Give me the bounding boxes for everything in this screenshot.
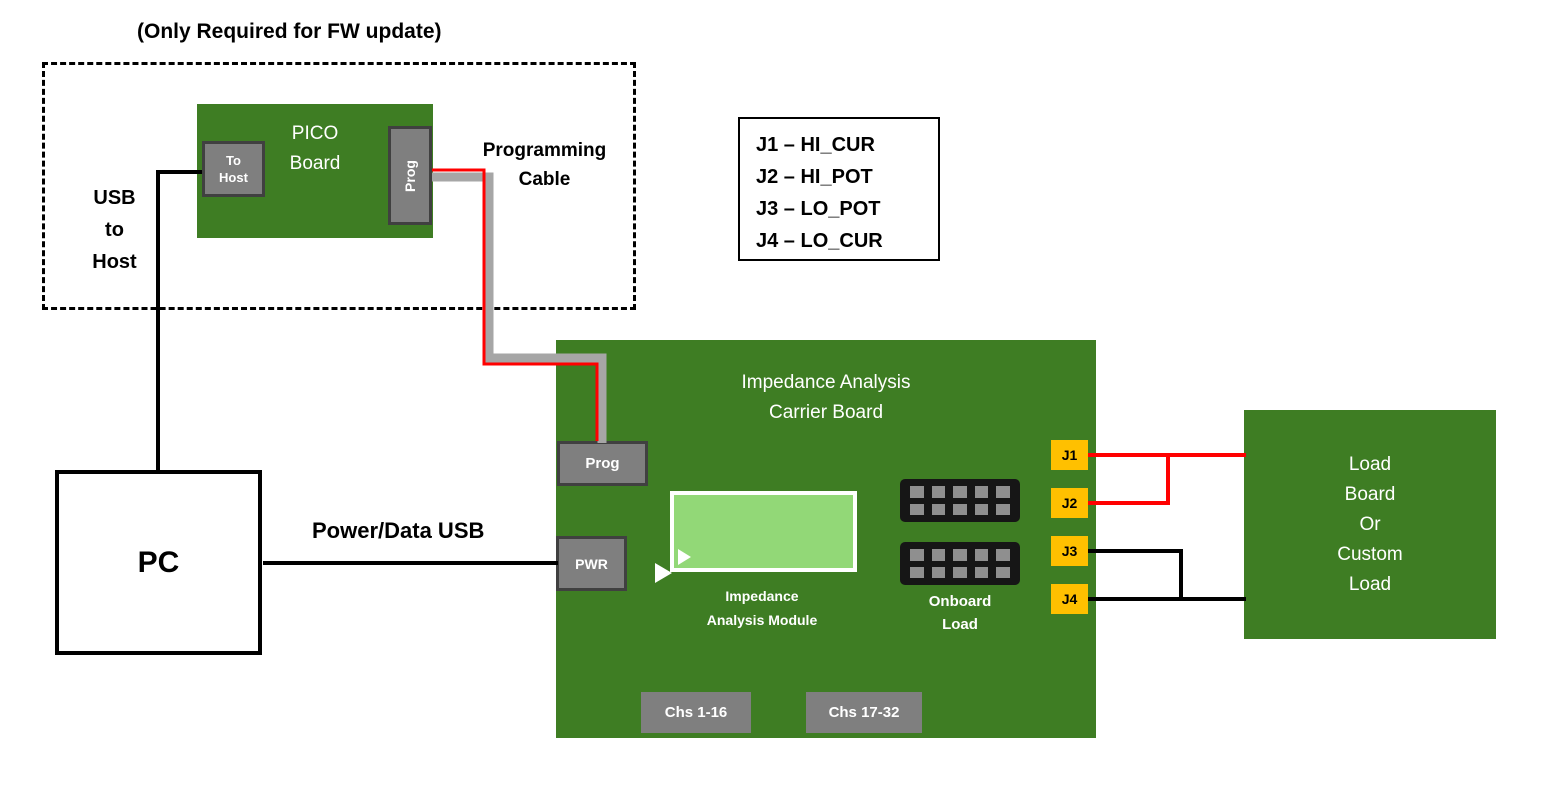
fw-update-note: (Only Required for FW update)	[137, 20, 442, 43]
pin	[953, 486, 967, 498]
fw-update-dashed-box	[42, 62, 636, 310]
pico-board-title: PICO Board	[197, 119, 433, 179]
onboard-load-label: Onboard Load	[900, 590, 1020, 636]
load-board-line1: Load	[1348, 453, 1392, 475]
legend-box: J1 – HI_CUR J2 – HI_POT J3 – LO_POT J4 –…	[738, 117, 940, 261]
programming-cable-label: Programming Cable	[462, 136, 627, 194]
module-label-line1: Impedance	[725, 588, 799, 604]
pin	[931, 503, 946, 515]
to-host-label-line1: To	[226, 153, 241, 168]
load-board-line3: Or	[1359, 513, 1381, 535]
impedance-module-label: Impedance Analysis Module	[667, 584, 857, 632]
legend-item-j3: J3 – LO_POT	[756, 198, 881, 220]
pin	[910, 486, 924, 498]
channels-1-16-box: Chs 1-16	[641, 692, 751, 733]
connector-j3: J3	[1051, 536, 1088, 566]
to-host-connector: To Host	[202, 141, 265, 197]
programming-cable-line2: Cable	[518, 169, 571, 190]
connector-j1: J1	[1051, 440, 1088, 470]
pin	[996, 503, 1010, 515]
carrier-prog-label: Prog	[585, 455, 620, 472]
connector-j2: J2	[1051, 488, 1088, 518]
to-host-label-line2: Host	[219, 170, 248, 185]
pc-label: PC	[137, 545, 180, 579]
pin	[974, 549, 989, 561]
carrier-title-line2: Carrier Board	[768, 402, 884, 423]
power-data-usb-label: Power/Data USB	[312, 518, 485, 543]
pin	[910, 503, 924, 515]
pin	[910, 566, 924, 578]
pico-prog-connector: Prog	[388, 126, 432, 225]
pico-title-line2: Board	[289, 153, 341, 174]
usb-to-host-line2: to	[105, 219, 124, 241]
pin	[953, 503, 967, 515]
play-triangle-icon	[655, 563, 672, 583]
pwr-connector: PWR	[556, 536, 627, 591]
j3-wire	[1088, 549, 1183, 599]
pc-box: PC	[55, 470, 262, 655]
connector-j4: J4	[1051, 584, 1088, 614]
channels-17-32-box: Chs 17-32	[806, 692, 922, 733]
impedance-analysis-module	[670, 491, 857, 572]
onboard-load-line1: Onboard	[928, 593, 992, 610]
pin	[953, 566, 967, 578]
pwr-label: PWR	[575, 555, 608, 572]
pin-header-top	[900, 479, 1020, 522]
pin	[974, 486, 989, 498]
legend-item-j4: J4 – LO_CUR	[756, 230, 883, 252]
usb-to-host-label: USB to Host	[72, 182, 157, 278]
pin	[996, 549, 1010, 561]
pin	[996, 486, 1010, 498]
module-label-line2: Analysis Module	[706, 612, 818, 628]
load-board: Load Board Or Custom Load	[1244, 410, 1496, 639]
play-triangle-small-icon	[678, 549, 691, 565]
carrier-prog-connector: Prog	[557, 441, 648, 486]
pico-prog-label: Prog	[401, 159, 418, 192]
pico-title-line1: PICO	[291, 123, 339, 144]
usb-to-host-line1: USB	[93, 187, 136, 209]
pin-header-bottom	[900, 542, 1020, 585]
pin	[974, 503, 989, 515]
carrier-title-line1: Impedance Analysis	[741, 372, 911, 393]
pin	[974, 566, 989, 578]
load-board-line2: Board	[1344, 483, 1396, 505]
load-board-line4: Custom	[1337, 543, 1403, 565]
legend-item-j2: J2 – HI_POT	[756, 166, 873, 188]
load-board-line5: Load	[1348, 573, 1392, 595]
pin	[931, 549, 946, 561]
carrier-board-title: Impedance Analysis Carrier Board	[556, 368, 1096, 428]
programming-cable-line1: Programming	[482, 140, 607, 161]
pin	[996, 566, 1010, 578]
pin	[931, 566, 946, 578]
pin	[910, 549, 924, 561]
pin	[931, 486, 946, 498]
pin	[953, 549, 967, 561]
onboard-load-line2: Load	[942, 616, 978, 633]
legend-item-j1: J1 – HI_CUR	[756, 134, 875, 156]
usb-to-host-line3: Host	[92, 251, 137, 273]
j2-wire	[1088, 455, 1170, 505]
